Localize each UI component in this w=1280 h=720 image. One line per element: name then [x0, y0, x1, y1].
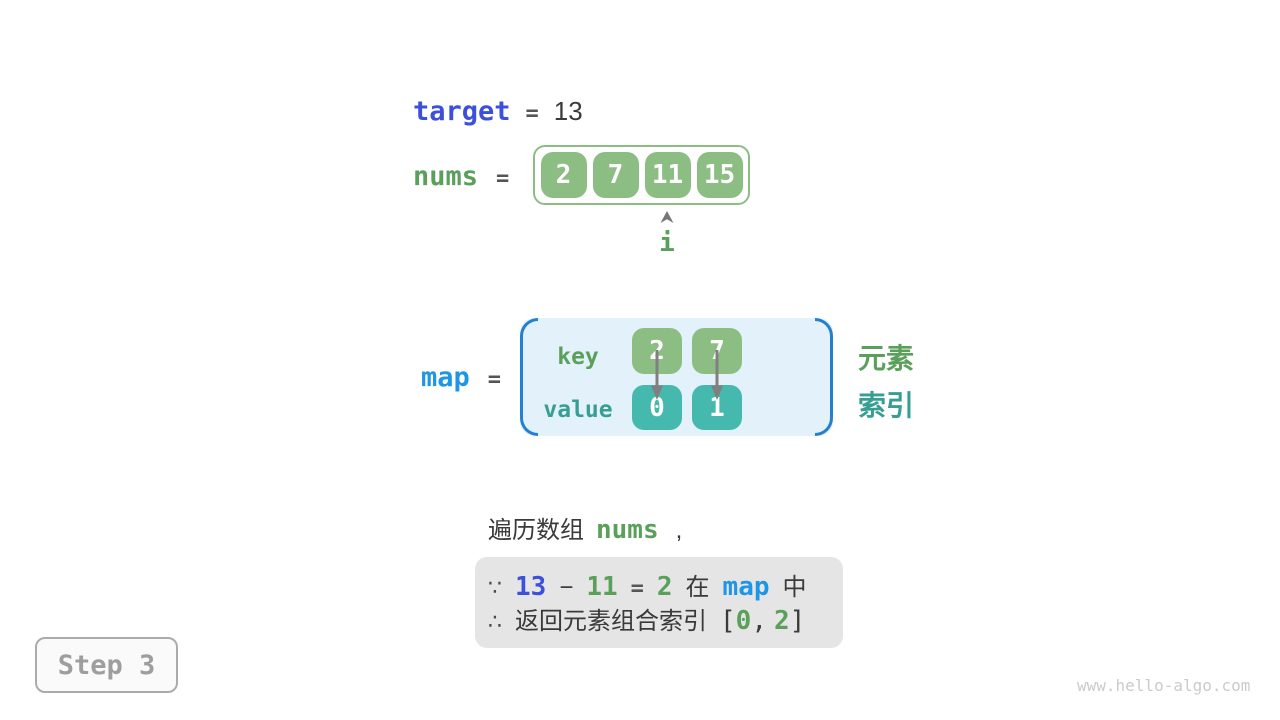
watermark: www.hello-algo.com: [1077, 676, 1251, 695]
map-word: map: [722, 572, 770, 602]
conclusion-line-2: ∴ 返回元素组合索引 [ 0 , 2 ]: [488, 601, 843, 636]
conclusion-line-1: ∵ 13 − 11 = 2 在 map 中: [488, 567, 843, 602]
target-value: 13: [553, 96, 583, 126]
index-pointer-arrow-icon: [660, 211, 674, 223]
map-key-row-label: key: [557, 344, 599, 370]
nums-array-cell: 7: [592, 152, 639, 198]
nums-array-cell: 15: [696, 152, 743, 198]
result-indices: [ 0 , 2 ]: [720, 606, 805, 636]
return-text: 返回元素组合索引: [515, 608, 707, 635]
result-index-1: 2: [773, 606, 790, 636]
therefore-symbol: ∴: [488, 609, 502, 634]
element-side-label: 元素: [858, 343, 915, 374]
nums-array-cell: 11: [644, 152, 691, 198]
index-side-label: 索引: [858, 390, 915, 421]
equals-sign: =: [630, 576, 644, 601]
step-badge: Step 3: [35, 637, 178, 693]
minus-sign: −: [559, 574, 574, 601]
caption-text: 遍历数组: [488, 517, 584, 544]
nums-line-label: nums =: [413, 161, 509, 192]
map-line-label: map =: [421, 362, 501, 393]
result-comma: ,: [751, 606, 767, 636]
key-to-value-arrow-icon: [711, 350, 723, 400]
current-number: 11: [586, 572, 618, 602]
caption-comma: ,: [675, 517, 683, 544]
nums-array-cell: 2: [540, 152, 587, 198]
target-line: target = 13: [413, 96, 583, 127]
nums-equals-sign: =: [496, 166, 510, 191]
target-variable-label: target: [413, 96, 511, 127]
right-bracket: ]: [789, 606, 806, 636]
map-right-paren: [815, 318, 833, 436]
because-symbol: ∵: [488, 575, 502, 600]
map-container: key value 2 7 0 1: [520, 318, 833, 436]
index-pointer-label: i: [659, 228, 675, 258]
key-to-value-arrow-icon: [651, 350, 663, 400]
target-equals-sign: =: [525, 101, 539, 126]
caption-line: 遍历数组 nums ,: [488, 510, 682, 545]
in-word: 在: [685, 574, 710, 601]
nums-variable-label: nums: [413, 161, 479, 192]
map-variable-label: map: [421, 362, 470, 393]
map-value-cell: 1: [692, 385, 742, 430]
conclusion-box: ∵ 13 − 11 = 2 在 map 中 ∴ 返回元素组合索引 [ 0 , 2…: [475, 557, 843, 648]
nums-array: 2 7 11 15: [533, 145, 750, 205]
zhong-word: 中: [782, 574, 807, 601]
result-index-0: 0: [735, 606, 752, 636]
caption-nums-code: nums: [596, 515, 659, 545]
difference-number: 2: [656, 572, 673, 602]
left-bracket: [: [720, 606, 736, 636]
map-value-row-label: value: [543, 397, 613, 423]
map-equals-sign: =: [487, 367, 502, 392]
target-number: 13: [515, 572, 547, 602]
